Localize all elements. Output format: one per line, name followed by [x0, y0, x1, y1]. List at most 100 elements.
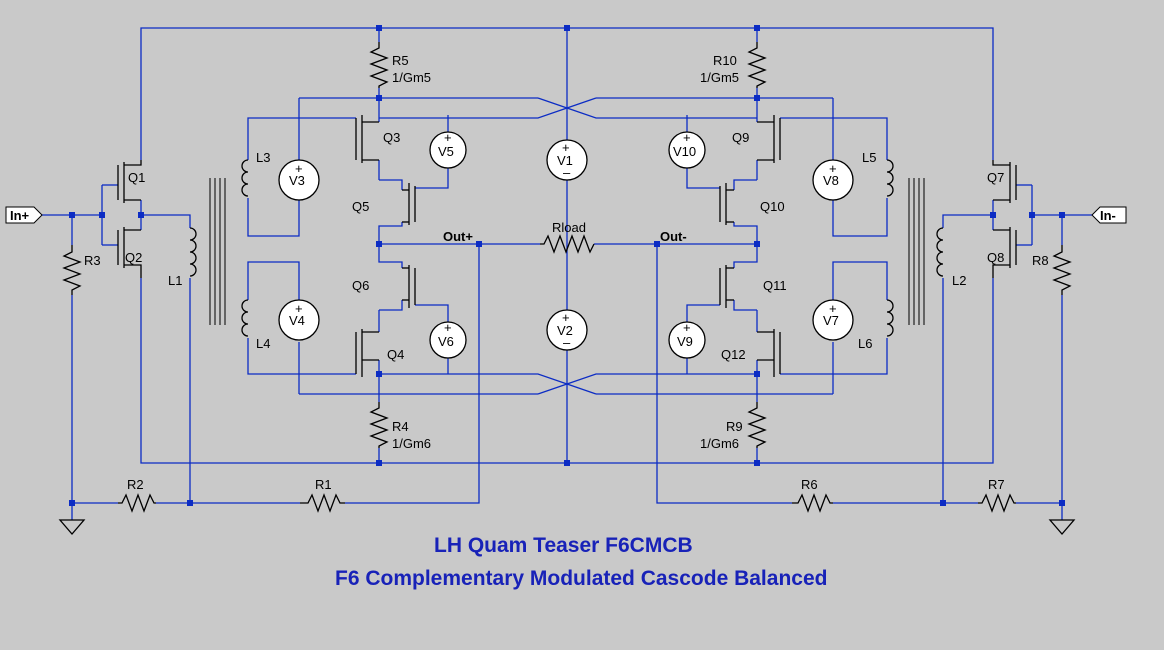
transistor-q9	[757, 115, 781, 163]
label-r3: R3	[84, 253, 101, 268]
value-r5: 1/Gm5	[392, 70, 431, 85]
value-r9: 1/Gm6	[700, 436, 739, 451]
label-q3: Q3	[383, 130, 400, 145]
label-q10: Q10	[760, 199, 785, 214]
svg-text:+: +	[829, 161, 837, 176]
transformer-core-left	[209, 178, 226, 325]
resistor-r8	[1052, 245, 1072, 295]
ground-symbol-right	[1048, 519, 1076, 535]
label-q6: Q6	[352, 278, 369, 293]
label-rload: Rload	[552, 220, 586, 235]
label-l4: L4	[256, 336, 270, 351]
voltage-sources: +– +– ++ ++ ++ ++	[278, 130, 854, 359]
net-out-minus: Out-	[660, 229, 687, 244]
transistors	[117, 115, 1017, 377]
inductor-l5	[886, 159, 894, 197]
label-v8: V8	[823, 173, 839, 188]
svg-text:+: +	[295, 161, 303, 176]
inductor-l6	[886, 299, 894, 337]
label-v3: V3	[289, 173, 305, 188]
svg-text:+: +	[444, 320, 452, 335]
source-v2	[546, 309, 588, 351]
label-v2: V2	[557, 323, 573, 338]
transistor-q11	[719, 265, 734, 308]
source-v9	[668, 321, 706, 359]
label-q7: Q7	[987, 170, 1004, 185]
label-v7: V7	[823, 313, 839, 328]
value-r10: 1/Gm5	[700, 70, 739, 85]
svg-text:+: +	[562, 310, 570, 325]
label-l5: L5	[862, 150, 876, 165]
label-l3: L3	[256, 150, 270, 165]
label-v10: V10	[673, 144, 696, 159]
resistor-r4	[369, 402, 389, 448]
grounds	[58, 519, 1076, 535]
resistor-r10	[747, 42, 767, 88]
transistor-q5	[402, 183, 416, 225]
transistor-q10	[719, 183, 734, 225]
source-v4	[278, 299, 320, 341]
label-q5: Q5	[352, 199, 369, 214]
label-r4: R4	[392, 419, 409, 434]
junction-dots	[69, 25, 1065, 506]
label-r8: R8	[1032, 253, 1049, 268]
svg-text:+: +	[295, 301, 303, 316]
label-v5: V5	[438, 144, 454, 159]
source-v1	[546, 139, 588, 181]
port-in-plus-label: In+	[10, 208, 30, 223]
label-q4: Q4	[387, 347, 404, 362]
source-v5	[429, 131, 467, 169]
transformer-core-right	[908, 178, 925, 325]
label-q12: Q12	[721, 347, 746, 362]
source-v8	[812, 159, 854, 201]
net-out-plus: Out+	[443, 229, 473, 244]
inductor-l1	[189, 227, 197, 277]
resistor-r3	[62, 245, 82, 295]
ground-symbol-left	[58, 519, 86, 535]
title-line-2: F6 Complementary Modulated Cascode Balan…	[335, 567, 827, 590]
resistor-r7	[978, 493, 1016, 513]
inductors	[189, 159, 944, 337]
label-r7: R7	[988, 477, 1005, 492]
resistor-r5	[369, 42, 389, 88]
port-in-minus: In-	[1091, 206, 1127, 224]
title-line-1: LH Quam Teaser F6CMCB	[434, 534, 693, 557]
label-q2: Q2	[125, 250, 142, 265]
svg-text:–: –	[563, 165, 571, 180]
label-r10: R10	[713, 53, 737, 68]
source-v10	[668, 131, 706, 169]
transistor-q4	[355, 329, 379, 377]
resistor-r1	[300, 493, 345, 513]
label-r1: R1	[315, 477, 332, 492]
label-v6: V6	[438, 334, 454, 349]
resistor-rload	[540, 234, 595, 254]
inductor-l3	[241, 159, 249, 197]
svg-text:–: –	[563, 335, 571, 350]
labels: Out+ Out- Rload R5 1/Gm5 R10 1/Gm5 R4 1/…	[84, 53, 1049, 492]
transistor-q2	[117, 227, 142, 278]
label-r6: R6	[801, 477, 818, 492]
label-v4: V4	[289, 313, 305, 328]
label-r5: R5	[392, 53, 409, 68]
label-q1: Q1	[128, 170, 145, 185]
source-v6	[429, 321, 467, 359]
source-v3	[278, 159, 320, 201]
transistor-q6	[402, 265, 416, 308]
source-v7	[812, 299, 854, 341]
resistor-r2	[118, 493, 156, 513]
inductor-l2	[936, 227, 944, 277]
wires	[42, 27, 1092, 520]
inductor-l4	[241, 299, 249, 337]
resistor-r9	[747, 402, 767, 448]
transistor-q3	[355, 115, 379, 163]
transistor-q1	[117, 160, 142, 203]
resistor-r6	[792, 493, 833, 513]
label-v9: V9	[677, 334, 693, 349]
label-l6: L6	[858, 336, 872, 351]
svg-text:+: +	[562, 140, 570, 155]
label-l2: L2	[952, 273, 966, 288]
label-q8: Q8	[987, 250, 1004, 265]
value-r4: 1/Gm6	[392, 436, 431, 451]
label-r9: R9	[726, 419, 743, 434]
